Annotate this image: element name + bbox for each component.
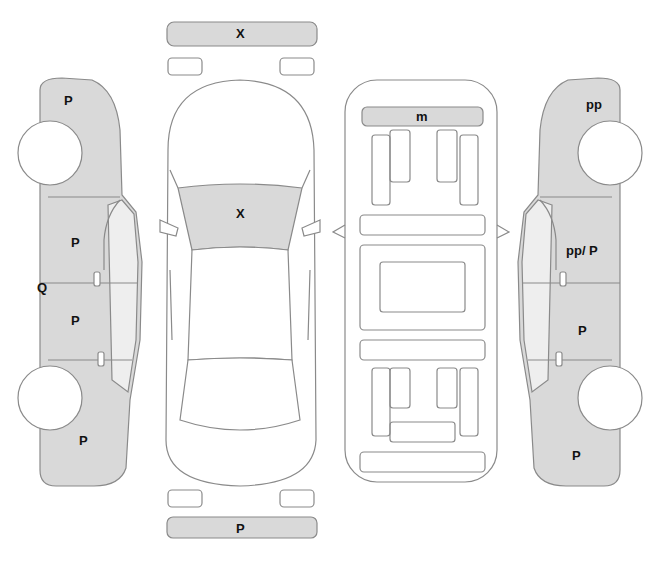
damage-code: X: [236, 206, 245, 221]
damage-code: m: [416, 109, 428, 124]
damage-code: P: [71, 313, 80, 328]
damage-panel: P: [68, 233, 83, 252]
damage-panel: P: [68, 311, 83, 330]
damage-code: pp: [586, 97, 602, 112]
damage-panel: Q: [34, 278, 50, 297]
damage-panel: pp/ P: [563, 241, 601, 260]
damage-code: Q: [37, 280, 47, 295]
damage-panel: P: [575, 321, 590, 340]
damage-code: P: [578, 323, 587, 338]
damage-code: P: [79, 433, 88, 448]
damage-panel: P: [61, 91, 76, 110]
damage-panel: P: [76, 431, 91, 450]
damage-panel: P: [569, 446, 584, 465]
damage-code: pp/ P: [566, 243, 598, 258]
damage-panel: P: [233, 519, 248, 538]
damage-code: P: [236, 521, 245, 536]
damage-code: P: [71, 235, 80, 250]
damage-panel: X: [233, 204, 248, 223]
damage-code: X: [236, 26, 245, 41]
damage-panel: X: [233, 24, 248, 43]
damage-panel: pp: [583, 95, 605, 114]
damage-code: P: [572, 448, 581, 463]
damage-panel: m: [413, 107, 431, 126]
damage-code: P: [64, 93, 73, 108]
